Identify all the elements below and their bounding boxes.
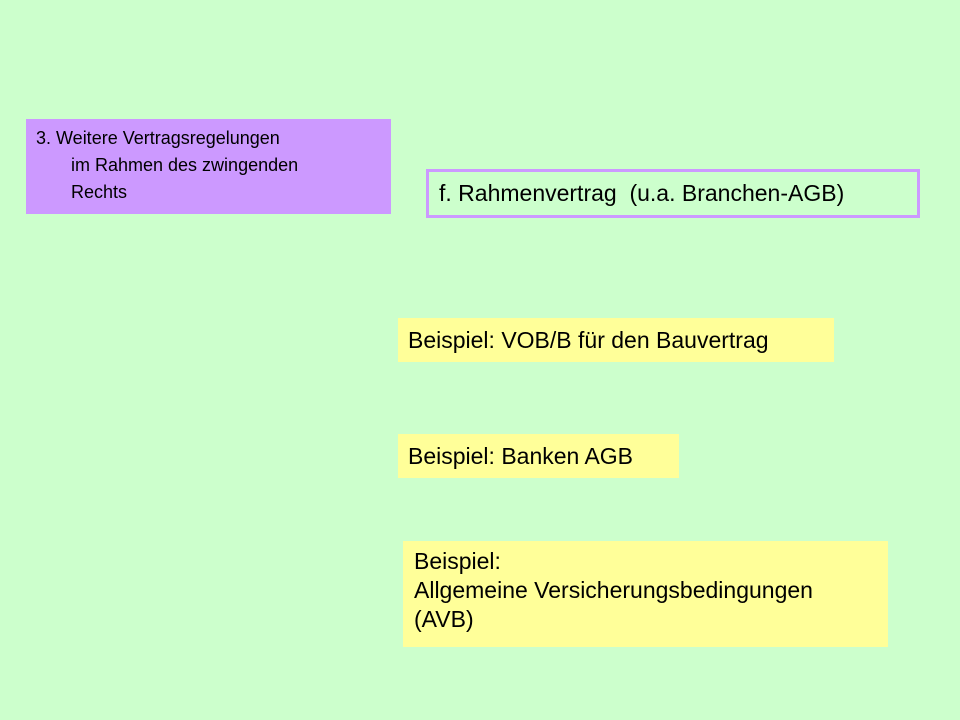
example-box-banken: Beispiel: Banken AGB bbox=[398, 434, 679, 478]
slide-title-box: f. Rahmenvertrag (u.a. Branchen-AGB) bbox=[426, 169, 920, 218]
slide-title: f. Rahmenvertrag (u.a. Branchen-AGB) bbox=[439, 180, 845, 206]
example-text-vob: Beispiel: VOB/B für den Bauvertrag bbox=[408, 327, 769, 353]
example-avb-line-3: (AVB) bbox=[414, 606, 474, 632]
example-avb-line-2: Allgemeine Versicherungsbedingungen bbox=[414, 577, 813, 603]
example-text-banken: Beispiel: Banken AGB bbox=[408, 443, 634, 469]
section-heading-box: 3. Weitere Vertragsregelungen im Rahmen … bbox=[26, 119, 391, 214]
example-box-avb: Beispiel: Allgemeine Versicherungsbeding… bbox=[403, 541, 888, 647]
section-heading-line-3: Rechts bbox=[71, 182, 128, 202]
section-heading-line-2: im Rahmen des zwingenden bbox=[71, 155, 299, 175]
section-heading-line-1: 3. Weitere Vertragsregelungen bbox=[36, 128, 280, 148]
example-avb-line-1: Beispiel: bbox=[414, 548, 501, 574]
example-box-vob: Beispiel: VOB/B für den Bauvertrag bbox=[398, 318, 834, 362]
